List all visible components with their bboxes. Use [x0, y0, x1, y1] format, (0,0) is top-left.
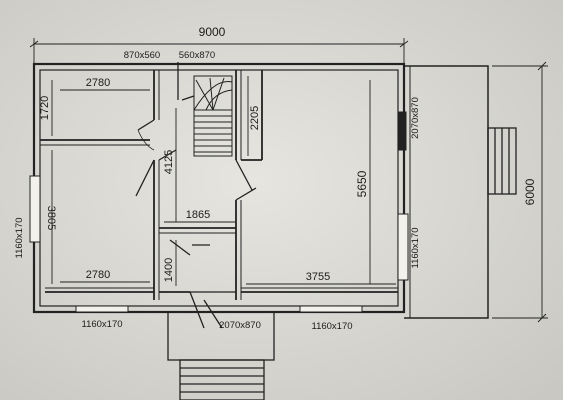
hall-depth-label: 4125: [163, 150, 175, 174]
porch: [167, 311, 275, 400]
big-room-width-label: 3755: [306, 271, 330, 283]
overall-width-label: 9000: [199, 25, 226, 39]
window-bottom-left-label: 1160x170: [81, 319, 122, 330]
window-right-label: 1160x170: [410, 227, 421, 268]
interior-walls: [40, 70, 398, 300]
overall-depth-label: 6000: [523, 178, 537, 205]
wc-depth-label: 1400: [163, 258, 175, 282]
stair-closet-label: 2205: [249, 106, 261, 130]
hall-width-label: 1865: [186, 209, 210, 221]
big-room-depth-label: 5650: [355, 170, 369, 197]
room-top-left-depth-label: 1720: [39, 96, 51, 120]
door-top-mid-label: 560x870: [179, 50, 215, 61]
window-bottom-right-label: 1160x170: [311, 321, 352, 332]
doors: [135, 62, 257, 329]
staircase: [193, 75, 233, 157]
door-top-left-label: 870x560: [124, 50, 160, 61]
room-bottom-left-depth-label: 3805: [45, 206, 57, 230]
dimension-lines: [29, 38, 548, 323]
door-right-label: 2070x870: [410, 97, 421, 139]
door-bottom-label: 2070x870: [219, 320, 261, 331]
windows: [29, 111, 409, 313]
window-left-label: 1160x170: [14, 217, 25, 258]
terrace-steps: [487, 127, 517, 195]
room-bottom-left-width-label: 2780: [86, 269, 110, 281]
room-top-left-width-label: 2780: [86, 77, 110, 89]
